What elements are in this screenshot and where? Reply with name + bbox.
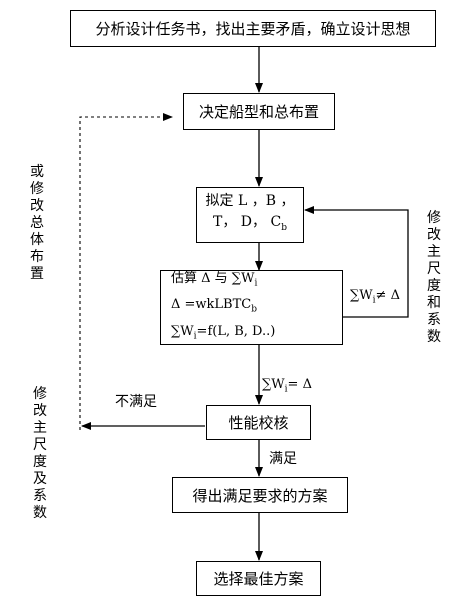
box-decide-ship-type: 决定船型和总布置: [183, 93, 335, 130]
box-performance-check: 性能校核: [206, 405, 311, 440]
loop-modify-dimensions: [304, 206, 409, 318]
label-sum-eq-delta: ∑Wi= Δ: [262, 377, 312, 395]
label-sum-neq-delta: ∑Wi≠ Δ: [350, 288, 400, 306]
label-not-satisfied: 不满足: [115, 394, 157, 410]
box-draft-dimensions: 拟定 L ，B ， T， D， Cb: [196, 187, 304, 243]
label-modify-dimensions-left: 修 改 主 尺 度 及 系 数: [33, 386, 47, 521]
label-modify-layout: 或 修 改 总 体 布 置: [30, 164, 44, 282]
label-modify-dimensions-right: 修 改 主 尺 度 和 系 数: [427, 210, 441, 345]
box-select-best: 选择最佳方案: [196, 561, 321, 596]
loop-modify-layout: [79, 113, 173, 430]
label-satisfied: 满足: [269, 451, 297, 467]
box-estimate-weight: 估算 Δ 与 ∑Wi Δ =wkLBTCb ∑Wi=f(L, B, D..): [160, 270, 343, 345]
box-result-scheme: 得出满足要求的方案: [172, 477, 348, 513]
box-analyze-task: 分析设计任务书，找出主要矛盾，确立设计思想: [70, 10, 436, 47]
